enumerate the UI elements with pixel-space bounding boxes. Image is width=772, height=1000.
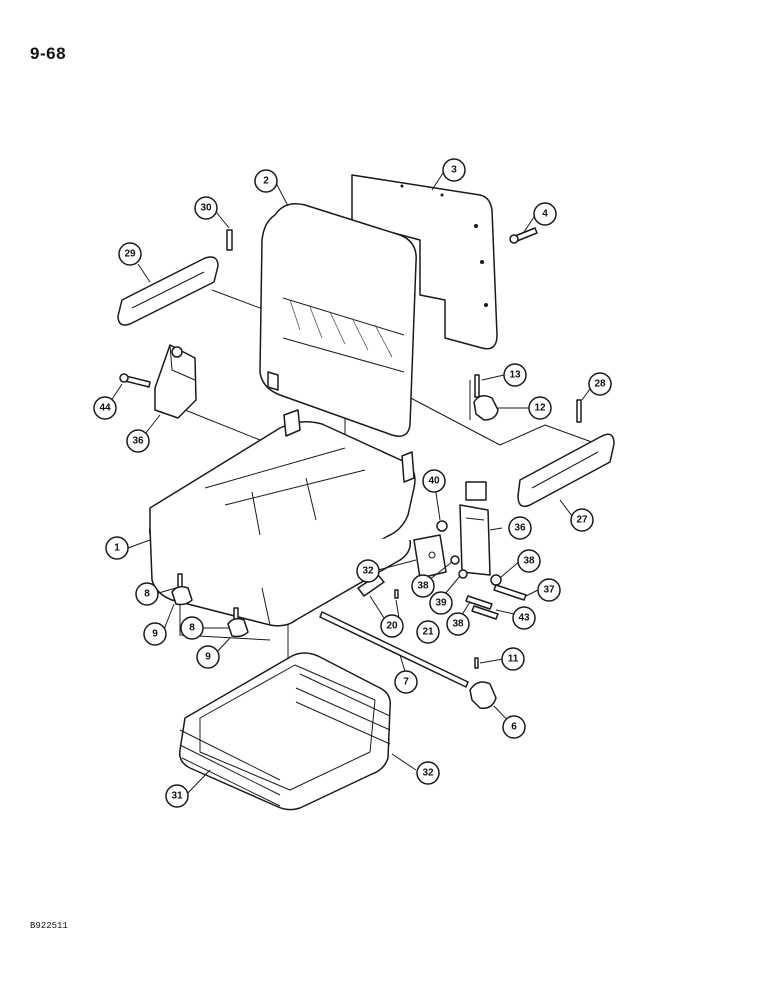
left-armrest [117,256,219,326]
callout-11: 11 [501,647,525,671]
svg-text:13: 13 [509,370,521,381]
svg-text:28: 28 [594,379,606,390]
svg-text:12: 12 [534,403,546,414]
pin-28 [576,399,582,423]
knob-6 [469,681,497,710]
adjuster-rod [319,611,469,688]
callout-13: 13 [503,363,527,387]
callout-1: 1 [105,536,129,560]
svg-text:44: 44 [99,403,111,414]
callout-21: 21 [416,620,440,644]
callout-3: 3 [442,158,466,182]
svg-text:38: 38 [417,581,429,592]
callout-38-low: 38 [446,612,470,636]
bracket-plate-35 [413,534,447,579]
svg-text:1: 1 [114,543,120,554]
svg-text:4: 4 [542,209,548,220]
svg-text:38: 38 [523,556,535,567]
callout-8-rear: 8 [180,616,204,640]
svg-text:43: 43 [518,613,530,624]
svg-text:27: 27 [576,515,588,526]
left-hinge-bracket [154,344,197,419]
callout-37: 37 [537,578,561,602]
backrest-back-panel [351,174,498,350]
svg-text:9: 9 [152,629,158,640]
svg-text:37: 37 [543,585,555,596]
pin-21 [394,589,399,599]
svg-text:38: 38 [452,619,464,630]
svg-text:32: 32 [362,566,374,577]
bolt-44 [119,373,151,388]
callout-31: 31 [165,784,189,808]
nut-40 [436,520,448,532]
callout-28: 28 [588,372,612,396]
svg-text:20: 20 [386,621,398,632]
screw-13 [474,374,480,398]
callout-35: 32 [356,559,380,583]
figure-code: B922511 [30,921,68,931]
svg-text:31: 31 [171,791,183,802]
pin-30 [226,229,233,251]
seat-base-bellows [178,652,392,811]
page-number: 9-68 [30,44,67,63]
bolt-4 [509,227,538,244]
svg-text:6: 6 [511,722,517,733]
svg-text:30: 30 [200,203,212,214]
leader-lines [108,169,593,796]
svg-text:9: 9 [205,652,211,663]
callout-38-top: 38 [517,549,541,573]
bolt-37 [493,584,527,601]
callout-2: 2 [254,169,278,193]
callout-9-rear: 9 [196,645,220,669]
callout-44: 44 [93,396,117,420]
svg-text:2: 2 [263,176,269,187]
clip-11 [474,657,479,669]
svg-text:3: 3 [451,165,457,176]
callout-40: 40 [422,469,446,493]
callout-27: 27 [570,508,594,532]
callout-39: 39 [429,591,453,615]
svg-text:29: 29 [124,249,136,260]
bolts-43 [465,595,499,620]
right-latch-bracket [459,481,491,576]
svg-text:36: 36 [514,523,526,534]
callout-36-right: 36 [508,516,532,540]
callout-36-left: 36 [126,429,150,453]
knob-9-front [171,573,193,606]
callout-8-front: 8 [135,582,159,606]
svg-text:7: 7 [403,677,409,688]
svg-text:39: 39 [435,598,447,609]
svg-text:8: 8 [144,589,150,600]
svg-text:36: 36 [132,436,144,447]
callout-30: 30 [194,196,218,220]
svg-text:21: 21 [422,627,434,638]
callout-43: 43 [512,606,536,630]
knob-9-rear [227,607,249,638]
svg-text:8: 8 [189,623,195,634]
svg-text:40: 40 [428,476,440,487]
callout-7: 7 [394,670,418,694]
svg-text:32: 32 [422,768,434,779]
callout-4: 4 [533,202,557,226]
knob-12 [473,395,499,421]
right-armrest [517,433,615,508]
callout-32: 32 [416,761,440,785]
callout-6: 6 [502,715,526,739]
seat-cushion [149,409,416,627]
callout-38-mid: 38 [411,574,435,598]
callout-12: 12 [528,396,552,420]
callout-20: 20 [380,614,404,638]
callout-29: 29 [118,242,142,266]
backrest-cushion [259,203,417,437]
callout-9-front: 9 [143,622,167,646]
svg-text:11: 11 [508,654,519,665]
